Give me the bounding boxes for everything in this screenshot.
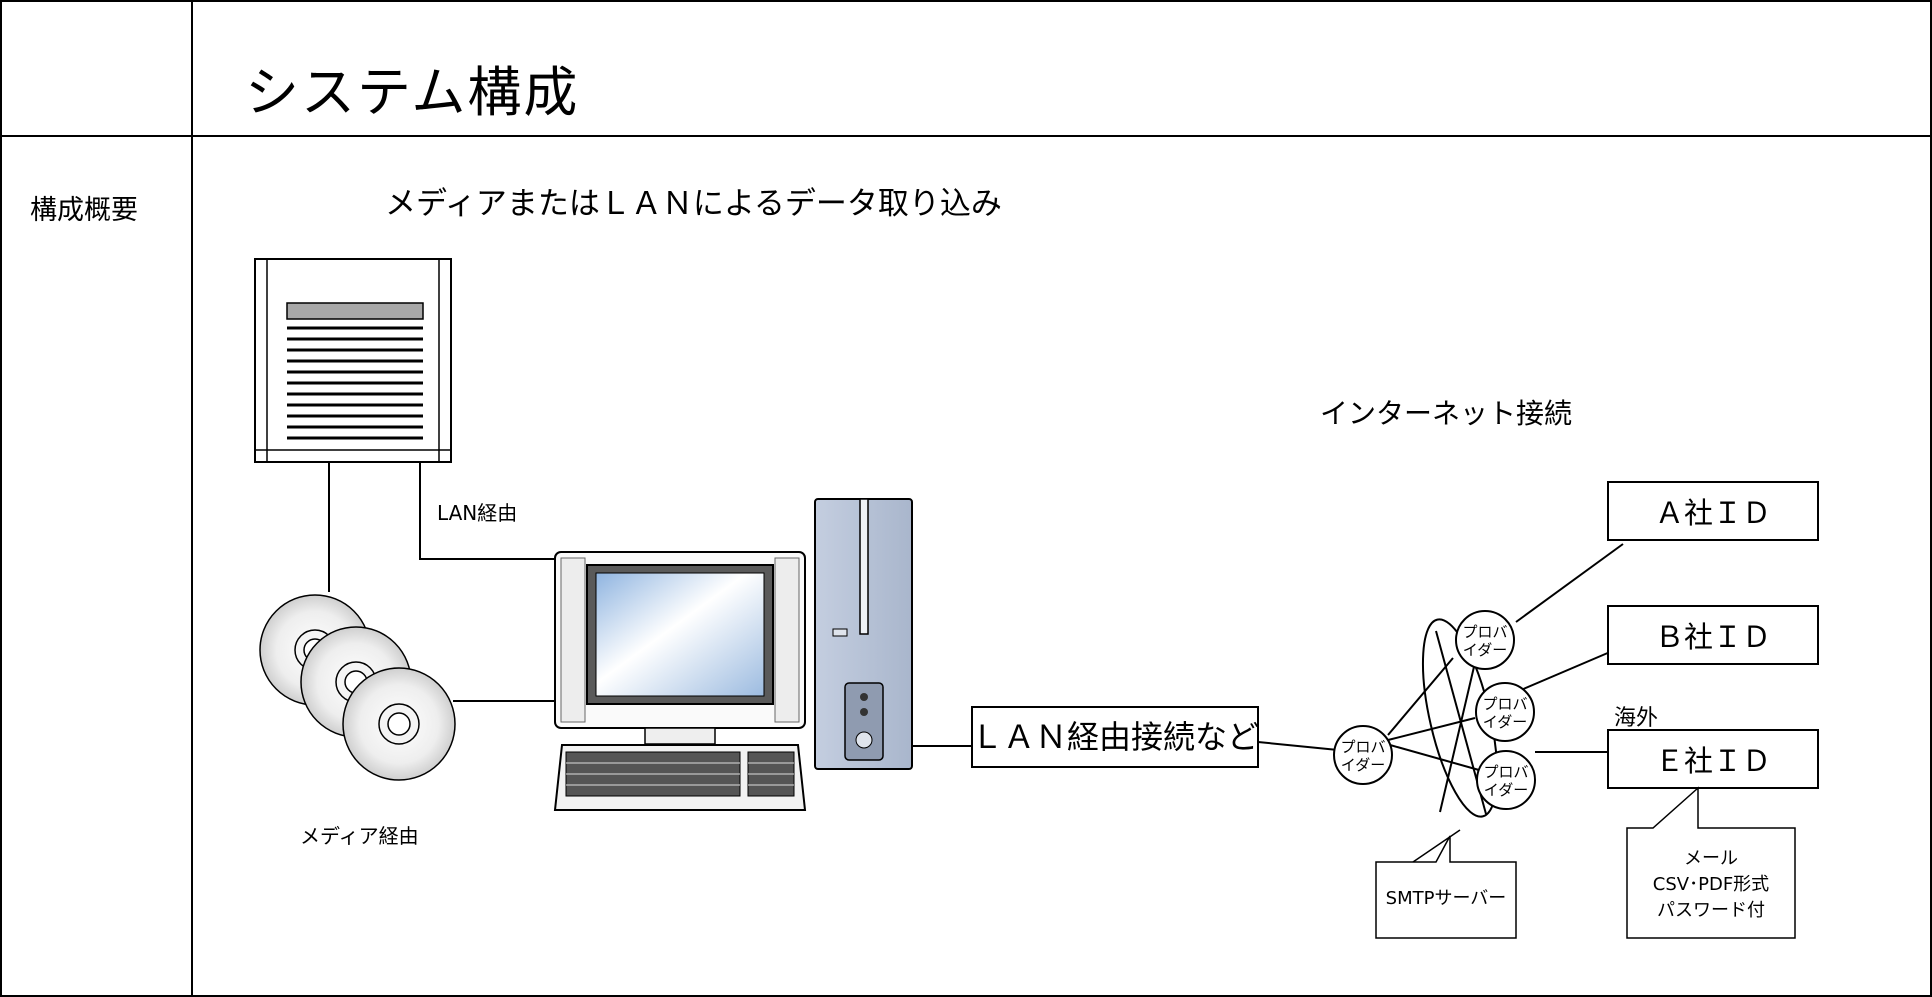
lan-route-label: LAN経由: [437, 501, 518, 525]
svg-text:イダー: イダー: [1484, 781, 1528, 799]
media-route-label: メディア経由: [300, 824, 419, 848]
svg-text:プロバ: プロバ: [1482, 695, 1527, 713]
page-title: システム構成: [245, 61, 580, 124]
svg-text:プロバ: プロバ: [1340, 738, 1385, 756]
provider-node-a: プロバ イダー: [1455, 610, 1515, 670]
provider-node-main: プロバ イダー: [1333, 725, 1393, 785]
company-b-id-label: Ｂ社ＩＤ: [1655, 620, 1771, 654]
section-label: 構成概要: [30, 195, 138, 226]
lan-connection-box: [971, 706, 1259, 768]
monitor-icon: [554, 551, 806, 745]
pc-tower-icon: [814, 498, 913, 770]
mail-note-callout: メール CSV･PDF形式 パスワード付: [1626, 786, 1796, 939]
provider-node-b: プロバ イダー: [1475, 682, 1535, 742]
company-e-id-box: [1607, 729, 1819, 789]
mail-note-line2: CSV･PDF形式: [1653, 874, 1769, 895]
company-a-id-label: Ａ社ＩＤ: [1655, 496, 1771, 530]
smtp-label: SMTPサーバー: [1386, 888, 1507, 909]
smtp-callout: SMTPサーバー: [1375, 835, 1517, 939]
keyboard-icon: [553, 744, 807, 811]
svg-text:イダー: イダー: [1463, 641, 1507, 659]
mail-note-line3: パスワード付: [1657, 900, 1765, 921]
svg-text:プロバ: プロバ: [1462, 623, 1507, 641]
overseas-label: 海外: [1614, 706, 1659, 731]
company-e-id-label: Ｅ社ＩＤ: [1655, 744, 1771, 778]
diagram-subtitle: メディアまたはＬＡＮによるデータ取り込み: [385, 186, 1002, 222]
lan-connection-label: ＬＡＮ経由接続など: [971, 718, 1259, 756]
connection-lines: [328, 462, 1624, 818]
cd-media-icon: [259, 594, 456, 781]
mail-note-line1: メール: [1684, 848, 1738, 869]
provider-node-e: プロバ イダー: [1476, 750, 1536, 810]
svg-text:イダー: イダー: [1483, 713, 1527, 731]
svg-text:プロバ: プロバ: [1483, 763, 1528, 781]
svg-text:イダー: イダー: [1341, 756, 1385, 774]
internet-connection-label: インターネット接続: [1320, 397, 1573, 430]
server-icon: [254, 258, 452, 463]
company-b-id-box: [1607, 605, 1819, 665]
company-a-id-box: [1607, 481, 1819, 541]
